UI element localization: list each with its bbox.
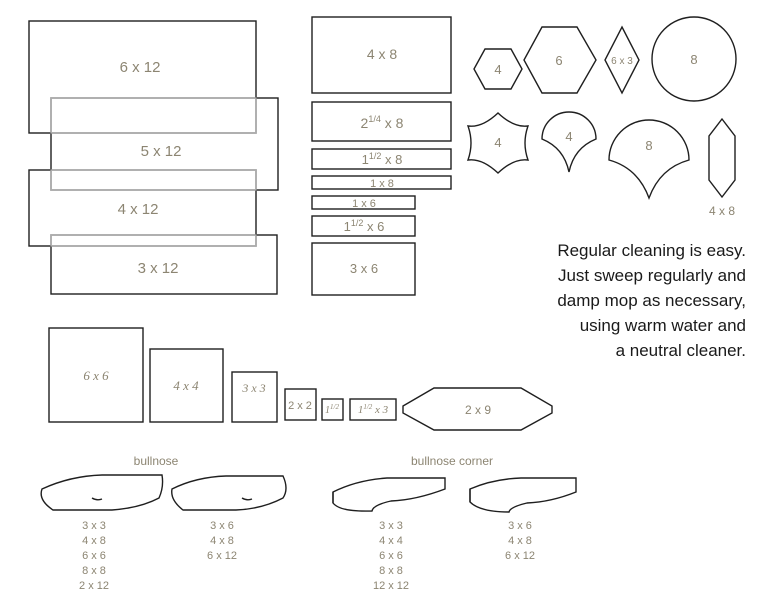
- cleaning-note: Regular cleaning is easy. Just sweep reg…: [486, 238, 746, 363]
- label-1-1-2x3: 11/2 x 3: [358, 403, 389, 416]
- cleaning-note-line: damp mop as necessary,: [557, 291, 746, 310]
- label-elongated-hexagon: 4 x 8: [709, 204, 735, 218]
- tile-2-1-4x8: [311, 101, 452, 142]
- label-diamond: 6 x 3: [611, 56, 633, 67]
- bullnose-edge-mark: [91, 497, 103, 501]
- picket-tile: [402, 387, 553, 431]
- overlap-guide: [50, 234, 257, 247]
- bullnose-corner-size: 6 x 6: [379, 550, 403, 562]
- fan-small-tile: [541, 111, 597, 173]
- tile-4x4: [149, 348, 224, 423]
- bullnose-corner-left-sizes: 3 x 3 4 x 4 6 x 6 8 x 8 12 x 12: [373, 520, 409, 592]
- label-4x12: 4 x 12: [118, 201, 159, 218]
- bullnose-size: 4 x 8: [210, 535, 234, 547]
- bullnose-corner-square-tile: [332, 477, 446, 512]
- label-circle: 8: [690, 52, 697, 67]
- tile-1x8: [311, 175, 452, 190]
- cleaning-note-line: Just sweep regularly and: [557, 266, 746, 285]
- tile-2x2: [284, 388, 317, 421]
- tile-1-1-2x1-1-2: [321, 398, 344, 421]
- tile-4x8: [311, 16, 452, 94]
- bullnose-corner-size: 12 x 12: [373, 580, 409, 592]
- bullnose-corner-size: 3 x 3: [379, 520, 403, 532]
- bullnose-square-tile: [40, 474, 164, 511]
- bullnose-right-sizes: 3 x 6 4 x 8 6 x 12: [207, 520, 237, 562]
- label-fan-large: 8: [645, 138, 652, 153]
- tile-1-1-2x3: [349, 398, 397, 421]
- bullnose-corner-rect-tile: [469, 477, 577, 513]
- label-arabesque: 4: [494, 135, 501, 150]
- arabesque-tile: [466, 112, 530, 174]
- overlap-guide: [50, 169, 257, 191]
- label-3x12: 3 x 12: [138, 260, 179, 277]
- label-2-1-4x8: 21/4 x 8: [361, 114, 404, 131]
- bullnose-corner-size: 4 x 4: [379, 535, 403, 547]
- label-4x4: 4 x 4: [173, 378, 199, 393]
- bullnose-size: 8 x 8: [82, 565, 106, 577]
- tile-1-1-2x8: [311, 148, 452, 170]
- label-hexagon-large: 6: [555, 53, 562, 68]
- label-2x2: 2 x 2: [288, 400, 312, 412]
- bullnose-size: 6 x 12: [207, 550, 237, 562]
- bullnose-size: 2 x 12: [79, 580, 109, 592]
- fan-large-tile: [608, 119, 690, 201]
- overlap-guide: [50, 97, 257, 134]
- cleaning-note-line: Regular cleaning is easy.: [557, 241, 746, 260]
- label-6x6: 6 x 6: [83, 368, 109, 383]
- bullnose-title: bullnose: [134, 454, 179, 468]
- hexagon-small-tile: [473, 48, 523, 90]
- label-1-1-2x8: 11/2 x 8: [362, 151, 403, 167]
- label-1x8: 1 x 8: [370, 178, 394, 190]
- tile-1-1-2x6: [311, 215, 416, 237]
- label-3x3: 3 x 3: [241, 381, 265, 395]
- bullnose-size: 6 x 6: [82, 550, 106, 562]
- label-picket: 2 x 9: [465, 403, 491, 417]
- label-4x8: 4 x 8: [367, 46, 398, 62]
- bullnose-corner-size: 6 x 12: [505, 550, 535, 562]
- elongated-hexagon-tile: [708, 117, 736, 199]
- tile-3x3: [231, 371, 278, 423]
- diamond-tile: [604, 25, 640, 95]
- bullnose-rect-tile: [171, 475, 287, 511]
- circle-tile: [651, 16, 737, 102]
- bullnose-corner-title: bullnose corner: [411, 454, 493, 468]
- bullnose-corner-size: 4 x 8: [508, 535, 532, 547]
- bullnose-size: 4 x 8: [82, 535, 106, 547]
- label-5x12: 5 x 12: [141, 143, 182, 160]
- bullnose-corner-right-sizes: 3 x 6 4 x 8 6 x 12: [505, 520, 535, 562]
- tile-6x12: [28, 20, 257, 134]
- tile-6x6: [48, 327, 144, 423]
- bullnose-edge-mark: [241, 497, 253, 501]
- cleaning-note-line: a neutral cleaner.: [615, 341, 746, 360]
- label-hexagon-small: 4: [494, 62, 501, 77]
- bullnose-size: 3 x 3: [82, 520, 106, 532]
- tile-1x6: [311, 195, 416, 210]
- label-3x6: 3 x 6: [350, 261, 378, 276]
- bullnose-corner-size: 8 x 8: [379, 565, 403, 577]
- label-6x12: 6 x 12: [120, 59, 161, 76]
- label-1x6: 1 x 6: [352, 198, 376, 210]
- tile-3x6: [311, 242, 416, 296]
- label-1-1-2: 11/2: [325, 403, 339, 416]
- cleaning-note-line: using warm water and: [579, 316, 746, 335]
- bullnose-corner-size: 3 x 6: [508, 520, 532, 532]
- label-1-1-2x6: 11/2 x 6: [344, 218, 385, 234]
- bullnose-size: 3 x 6: [210, 520, 234, 532]
- hexagon-large-tile: [523, 26, 597, 94]
- label-fan-small: 4: [565, 129, 572, 144]
- bullnose-left-sizes: 3 x 3 4 x 8 6 x 6 8 x 8 2 x 12: [79, 520, 109, 592]
